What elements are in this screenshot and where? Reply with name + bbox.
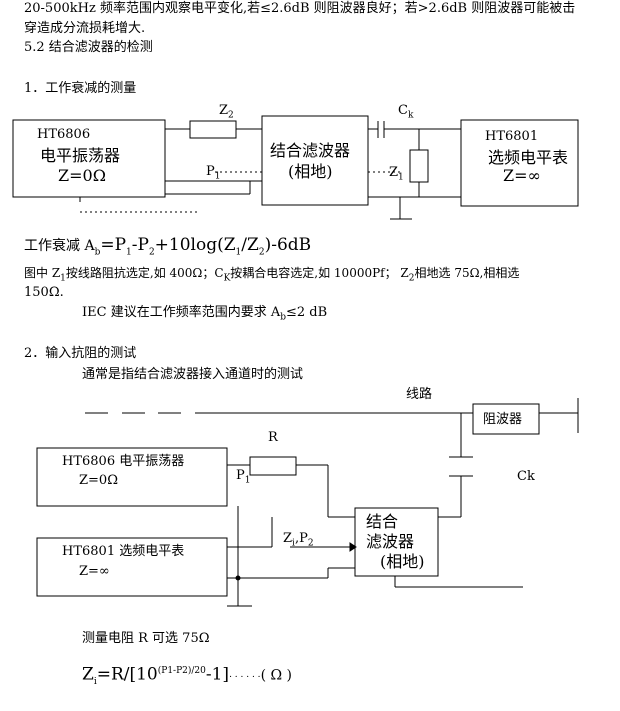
- osc-name: 电平振荡器: [40, 146, 121, 165]
- oscillator-box: [12, 119, 166, 198]
- r-label: R: [268, 430, 278, 445]
- ck-label: Ck: [398, 103, 414, 121]
- meter-name: 选频电平表: [488, 148, 569, 167]
- section-heading: 5.2 结合滤波器的检测: [24, 40, 153, 55]
- r-resistor: [249, 456, 297, 476]
- oscillator2-box: [36, 447, 228, 507]
- item1-heading: 1．工作衰减的测量: [24, 81, 137, 96]
- intro-line-1: 20-500kHz 频率范围内观察电平变化,若≤2.6dB 则阻波器良好；若>2…: [24, 1, 576, 16]
- meter-box: [460, 119, 579, 207]
- zi-p2-label: Zi,P2: [283, 531, 314, 549]
- meter2-impedance: Z=∞: [79, 564, 110, 579]
- p1-label: P1: [206, 164, 221, 182]
- z2-label: Z2: [219, 103, 234, 121]
- intro-line-2: 穿造成分流损耗增大.: [24, 21, 146, 36]
- note-line-1: 图中 Z1按线路阻抗选定,如 400Ω；CK按耦合电容选定,如 10000Pf；…: [24, 266, 520, 284]
- ck-label-2: Ck: [517, 469, 535, 484]
- meter2-label: HT6801 选频电平表: [62, 544, 185, 559]
- line-trap-label: 阻波器: [483, 412, 523, 427]
- osc2-label: HT6806 电平振荡器: [62, 454, 185, 469]
- item2-heading: 2．输入抗阻的测试: [24, 346, 137, 361]
- filter2-line3: (相地): [380, 552, 425, 571]
- iec-note: IEC 建议在工作频率范围内要求 Ab≤2 dB: [82, 305, 328, 323]
- osc2-impedance: Z=0Ω: [79, 473, 118, 488]
- z1-label: Z1: [389, 165, 404, 183]
- osc-impedance: Z=0Ω: [58, 166, 106, 185]
- meter2-box: [36, 537, 228, 597]
- osc-model: HT6806: [37, 127, 91, 142]
- meter-impedance: Z=∞: [503, 166, 541, 185]
- resistor-note: 测量电阻 R 可选 75Ω: [82, 631, 210, 646]
- meter-model: HT6801: [485, 129, 539, 144]
- filter-box: [261, 115, 369, 206]
- filter-mode: (相地): [288, 162, 333, 181]
- z1-resistor: [409, 149, 429, 183]
- attenuation-formula: 工作衰减 Ab=P1-P2+10log(Z1/Z2)-6dB: [24, 235, 312, 258]
- impedance-formula: Zi=R/[10(P1-P2)/20-1]· · · · · ·( Ω ): [82, 664, 292, 688]
- line-trap-box: [472, 403, 540, 435]
- note-line-2: 150Ω.: [24, 285, 64, 300]
- line-label: 线路: [406, 387, 433, 402]
- filter-name: 结合滤波器: [270, 141, 351, 160]
- p1-label-2: P1: [236, 468, 251, 486]
- filter2-line1: 结合: [366, 512, 399, 531]
- filter2-line2: 滤波器: [366, 532, 415, 551]
- filter2-box: [354, 507, 439, 577]
- item2-subtitle: 通常是指结合滤波器接入通道时的测试: [82, 367, 304, 382]
